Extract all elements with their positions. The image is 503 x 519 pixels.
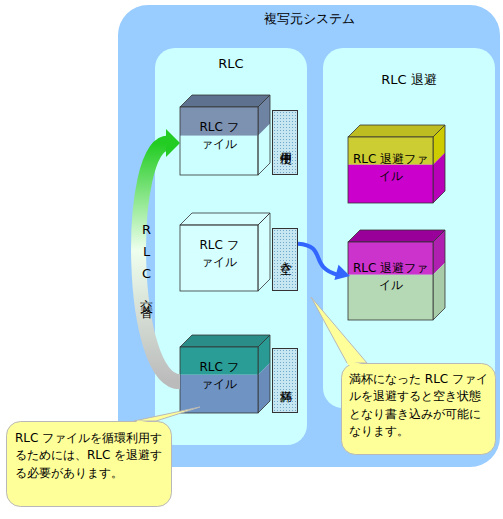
cube-side-face: [433, 263, 445, 320]
note-callout: RLC ファイルを循環利用するためには、RLC を退避する必要があります。: [6, 421, 172, 507]
callout-body: [7, 422, 172, 507]
callout-body: [342, 364, 496, 455]
cube-side-outline: [258, 95, 270, 175]
rlc-group: RLCRLC ファイル使用中RLC ファイル空きRLC ファイル満杯: [155, 48, 307, 445]
callout-text: RLC ファイルを循環利用するためには、RLC を退避する必要があります。: [15, 430, 165, 482]
status-tab: 満杯: [272, 348, 298, 413]
note-callout: 満杯になった RLC ファイルを退避すると空き状態となり書き込みが可能になります…: [341, 363, 496, 455]
rlc-file-cube: RLC ファイル: [180, 213, 270, 291]
cube-top-face: [180, 95, 270, 107]
edge-label: RLC交替: [137, 222, 155, 302]
retire-file-cube: RLC 退避ファイル: [348, 230, 445, 320]
cube-front-outline: [180, 107, 258, 175]
file-label: RLC 退避ファイル: [352, 260, 429, 295]
file-label: RLC ファイル: [194, 359, 244, 394]
cube-front-outline: [180, 347, 258, 413]
cube-top-face: [348, 125, 445, 137]
flow-arrow-head: [334, 265, 350, 280]
retire-file-cube: RLC 退避ファイル: [348, 125, 445, 203]
cube-side-outline: [433, 230, 445, 320]
status-tab: 空き: [272, 228, 298, 291]
callout-tail: [134, 407, 200, 421]
status-text: 使用中: [273, 111, 297, 174]
cube-front-outline: [348, 137, 433, 203]
cube-side-face: [433, 153, 445, 203]
cube-side-face: [258, 241, 270, 291]
status-text: 満杯: [273, 349, 297, 412]
cube-front-outline: [348, 242, 433, 320]
callout-join: [135, 420, 155, 423]
flow-arrow: [298, 244, 338, 275]
rlc-file-cube: RLC ファイル: [180, 335, 270, 413]
group-heading: RLC 退避: [323, 71, 495, 90]
cube-top-face: [348, 230, 445, 242]
rotation-arrow-head: [166, 129, 180, 157]
file-label: RLC ファイル: [194, 119, 244, 154]
status-text: 空き: [273, 229, 297, 290]
callout-join: [347, 360, 366, 365]
cube-side-face: [258, 363, 270, 413]
cube-top-face: [180, 213, 270, 225]
rlc-file-cube: RLC ファイル: [180, 95, 270, 175]
group-heading: 複写元システム: [118, 10, 500, 29]
cube-shape: [180, 95, 270, 175]
cube-top-face: [180, 335, 270, 347]
cube-side-outline: [433, 125, 445, 203]
cube-side-face: [258, 124, 270, 175]
file-label: RLC 退避ファイル: [352, 151, 429, 186]
file-label: RLC ファイル: [194, 237, 244, 272]
cube-side-outline: [258, 335, 270, 413]
status-tab: 使用中: [272, 110, 298, 175]
cube-side-outline: [258, 213, 270, 291]
callout-tail: [311, 297, 367, 363]
group-heading: RLC: [155, 55, 307, 74]
cube-front-outline: [180, 225, 258, 291]
callout-text: 満杯になった RLC ファイルを退避すると空き状態となり書き込みが可能になります…: [349, 371, 489, 441]
